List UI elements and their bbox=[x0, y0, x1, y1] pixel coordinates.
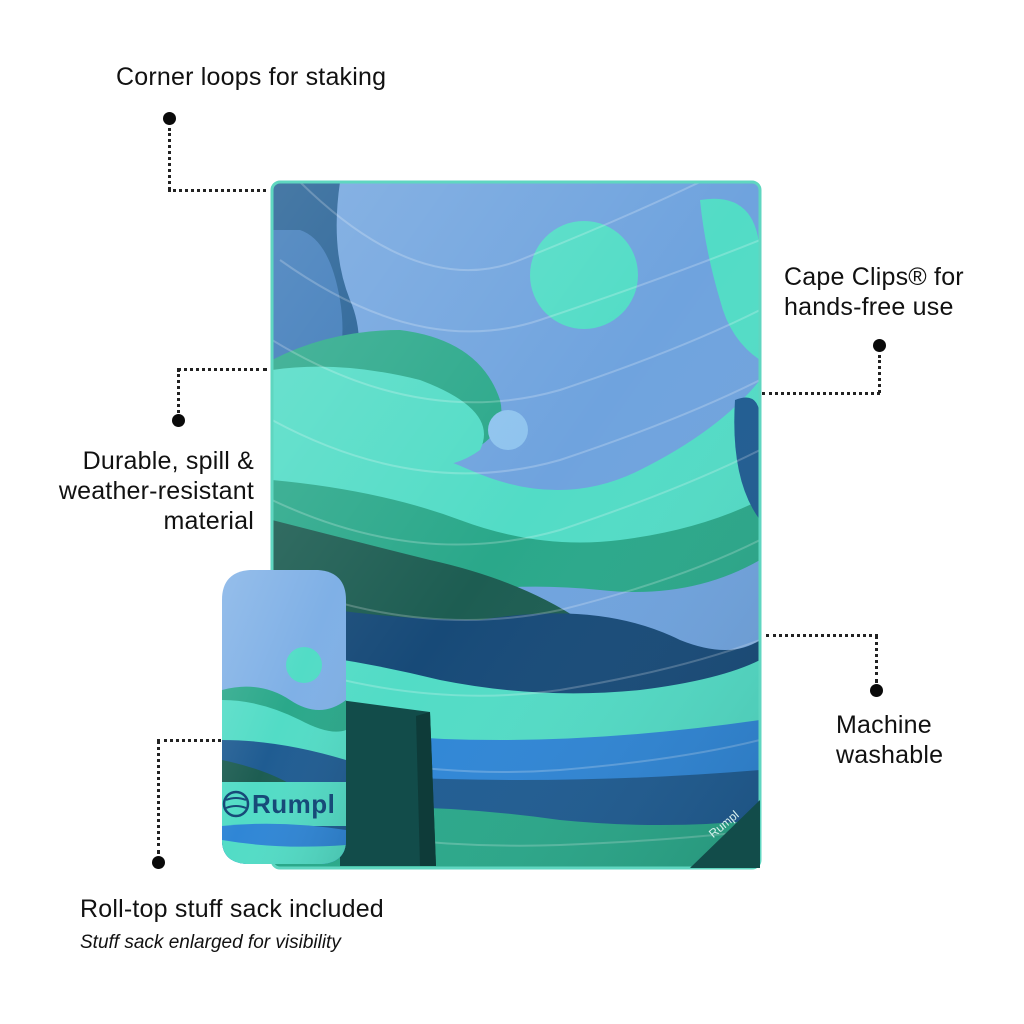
callout-machine-line1: Machine bbox=[836, 711, 932, 739]
brand-corner bbox=[690, 800, 760, 868]
leader-line-stuff-sack-vertical bbox=[157, 740, 160, 854]
blanket bbox=[272, 182, 760, 868]
leader-line-machine-horizontal bbox=[766, 634, 878, 637]
leader-dot-stuff-sack bbox=[152, 856, 165, 869]
callout-machine-washable: Machine washable bbox=[836, 710, 943, 770]
callout-durable-line1: Durable, spill & bbox=[82, 447, 254, 475]
callout-durable-line2: weather-resistant bbox=[58, 477, 254, 505]
leader-line-stuff-sack-horizontal bbox=[157, 739, 221, 742]
callout-stuff-sack-note: Stuff sack enlarged for visibility bbox=[80, 932, 341, 954]
leader-line-corner-loops-vertical bbox=[168, 128, 171, 190]
stuff-sack bbox=[222, 570, 346, 864]
leader-line-cape-clips-vertical bbox=[878, 355, 881, 393]
callout-machine-line2: washable bbox=[836, 741, 944, 769]
leader-dot-machine-washable bbox=[870, 684, 883, 697]
callout-stuff-sack-text: Roll-top stuff sack included bbox=[80, 895, 384, 923]
callout-cape-clips-line1: Cape Clips® for bbox=[784, 263, 964, 291]
stuff-sack-logo-text: Rumpl bbox=[252, 789, 336, 819]
callout-cape-clips: Cape Clips® for hands-free use bbox=[784, 262, 964, 322]
leader-dot-cape-clips bbox=[873, 339, 886, 352]
callout-stuff-sack-note-text: Stuff sack enlarged for visibility bbox=[80, 932, 341, 953]
leader-dot-corner-loops bbox=[163, 112, 176, 125]
callout-corner-loops: Corner loops for staking bbox=[116, 62, 386, 92]
leader-line-corner-loops-horizontal bbox=[168, 189, 266, 192]
folded-corner bbox=[340, 700, 436, 866]
leader-line-durable-vertical bbox=[177, 369, 180, 413]
callout-corner-loops-text: Corner loops for staking bbox=[116, 63, 387, 91]
callout-durable-line3: material bbox=[163, 507, 254, 535]
callout-stuff-sack: Roll-top stuff sack included bbox=[80, 894, 384, 924]
leader-line-machine-vertical bbox=[875, 635, 878, 683]
leader-line-durable-horizontal bbox=[177, 368, 267, 371]
callout-durable: Durable, spill & weather-resistant mater… bbox=[59, 446, 254, 536]
logo-emblem-icon bbox=[222, 790, 250, 818]
leader-line-cape-clips-horizontal bbox=[762, 392, 880, 395]
stuff-sack-logo: Rumpl bbox=[252, 789, 335, 820]
leader-dot-durable bbox=[172, 414, 185, 427]
callout-cape-clips-line2: hands-free use bbox=[784, 293, 954, 321]
